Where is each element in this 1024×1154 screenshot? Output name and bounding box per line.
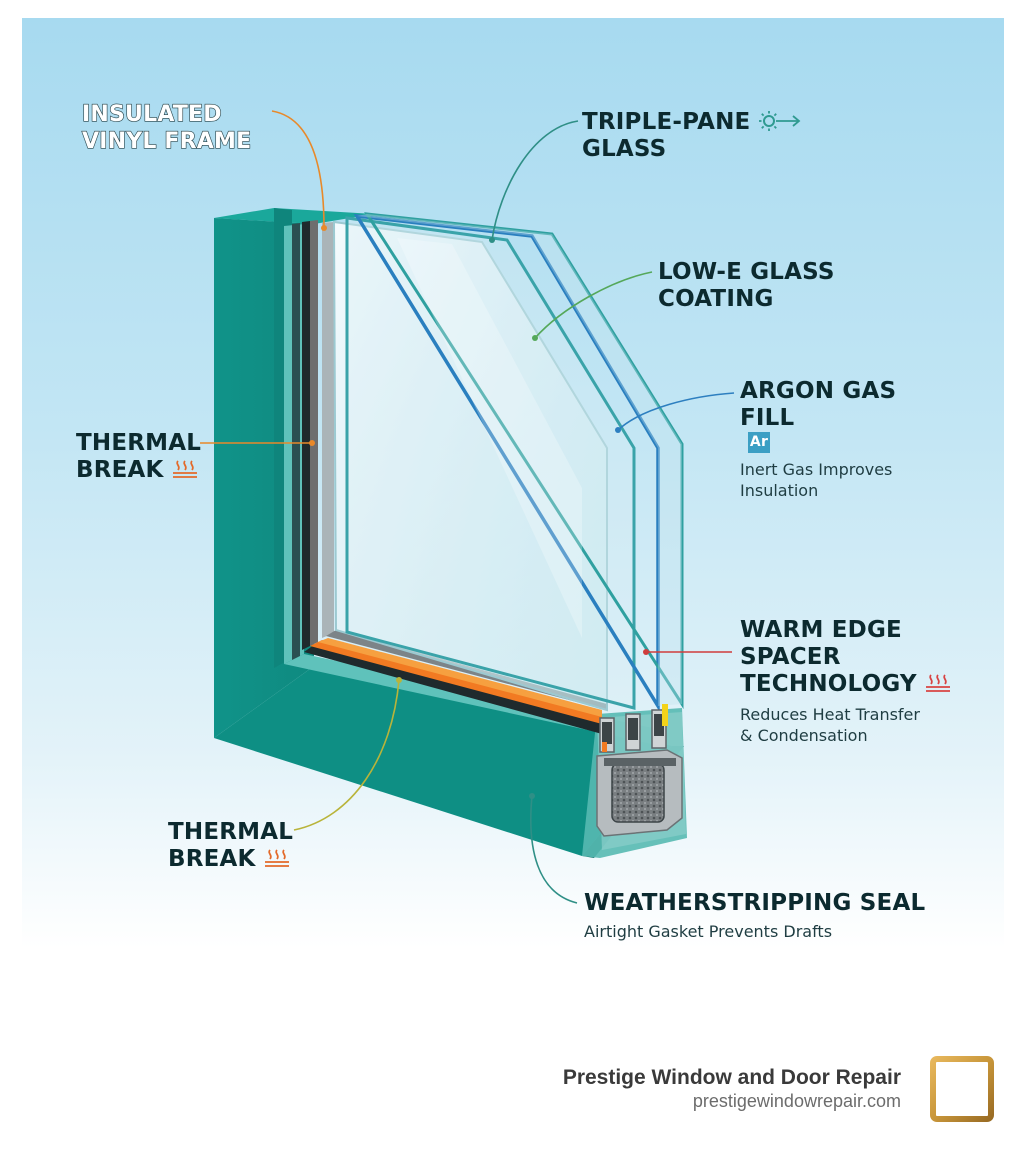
- label-weatherstripping: WEATHERSTRIPPING SEAL Airtight Gasket Pr…: [584, 890, 925, 942]
- label-thermal-bottom-line2: BREAK: [168, 846, 256, 872]
- label-weatherstripping-desc: Airtight Gasket Prevents Drafts: [584, 922, 833, 941]
- label-thermal-break-left: THERMAL BREAK: [76, 430, 201, 484]
- window-logo-icon: [930, 1056, 994, 1122]
- weatherstripping-seal: [596, 749, 683, 837]
- label-thermal-left-line1: THERMAL: [76, 430, 202, 456]
- label-weatherstripping-title: WEATHERSTRIPPING SEAL: [584, 890, 926, 916]
- dot-weatherstripping: [529, 793, 535, 799]
- label-triple-pane-line1: TRIPLE-PANE: [582, 109, 751, 135]
- leader-triple-pane: [491, 120, 579, 241]
- label-argon-line2: FILL: [740, 405, 795, 431]
- label-low-e-line1: LOW-E GLASS: [658, 259, 835, 285]
- dot-argon: [615, 427, 621, 433]
- heat-waves-icon: [172, 460, 197, 478]
- label-low-e-line2: COATING: [658, 286, 774, 312]
- label-thermal-bottom-line1: THERMAL: [168, 819, 294, 845]
- dot-vinyl-frame: [321, 225, 327, 231]
- label-warm-edge: WARM EDGE SPACER TECHNOLOGY Reduces Heat…: [740, 617, 951, 746]
- brand-url[interactable]: prestigewindowrepair.com: [692, 1091, 901, 1111]
- label-thermal-left-line2: BREAK: [76, 457, 164, 483]
- label-warm-edge-desc2: & Condensation: [740, 726, 868, 745]
- label-vinyl-frame-line1: INSULATED: [81, 101, 222, 127]
- leader-low-e: [534, 271, 653, 339]
- label-argon-desc1: Inert Gas Improves: [740, 460, 893, 479]
- dot-low-e: [532, 335, 538, 341]
- label-warm-edge-line2: SPACER: [740, 644, 841, 670]
- diagram-panel: INSULATED VINYL FRAME TRIPLE-PANE GLASS …: [22, 18, 1004, 948]
- label-vinyl-frame-line2: VINYL FRAME: [81, 128, 252, 154]
- leader-argon: [617, 392, 735, 431]
- argon-badge-icon: Ar: [748, 432, 770, 453]
- triple-pane-glass: [332, 212, 684, 713]
- label-triple-pane-line2: GLASS: [582, 136, 667, 162]
- heat-waves-icon: [925, 674, 950, 692]
- label-low-e: LOW-E GLASS COATING: [658, 259, 835, 313]
- label-argon-line1: ARGON GAS: [740, 378, 897, 404]
- brand-name: Prestige Window and Door Repair: [562, 1066, 901, 1089]
- sun-arrow-icon: [759, 111, 801, 131]
- heat-waves-icon: [264, 849, 289, 867]
- window-cross-section: [200, 110, 735, 904]
- label-warm-edge-desc1: Reduces Heat Transfer: [740, 705, 920, 724]
- label-argon-desc2: Insulation: [740, 481, 819, 500]
- label-warm-edge-line3: TECHNOLOGY: [740, 671, 917, 697]
- label-vinyl-frame: INSULATED VINYL FRAME: [81, 101, 252, 155]
- label-triple-pane: TRIPLE-PANE GLASS: [582, 109, 802, 163]
- warm-edge-spacer: [599, 704, 668, 753]
- leader-thermal-bottom: [293, 679, 400, 831]
- dot-thermal-bottom: [396, 677, 402, 683]
- leader-vinyl-frame: [271, 110, 325, 229]
- dot-thermal-left: [309, 440, 315, 446]
- dot-triple-pane: [489, 237, 495, 243]
- label-thermal-break-bottom: THERMAL BREAK: [168, 819, 293, 873]
- dot-warm-edge: [643, 649, 649, 655]
- leader-weatherstripping: [530, 795, 578, 904]
- label-warm-edge-line1: WARM EDGE: [740, 617, 902, 643]
